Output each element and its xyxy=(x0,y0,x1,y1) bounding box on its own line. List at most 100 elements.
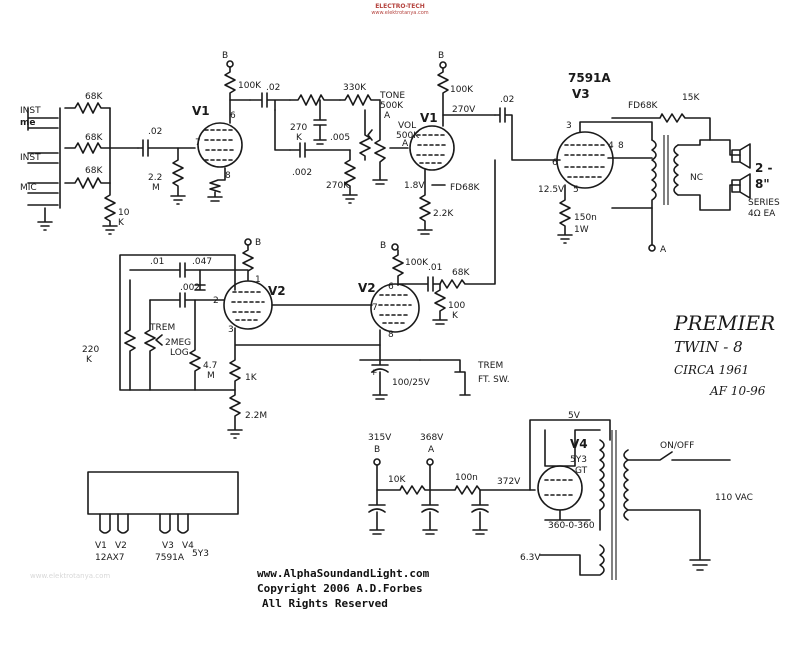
r10k-label-b: K xyxy=(118,218,125,228)
speaker-label-1: 2 - xyxy=(755,161,773,175)
v4-label: V4 xyxy=(570,437,588,451)
vol-label-c: A xyxy=(402,139,409,149)
ps-ac-label: 110 VAC xyxy=(715,493,753,503)
fb68k-top-label: FD68K xyxy=(628,101,659,111)
r15k-label: 15K xyxy=(682,93,700,103)
cap-01b-label: .01 xyxy=(428,263,442,273)
cap-02-a-label: .02 xyxy=(148,127,162,137)
r270k-label-a: 270 xyxy=(290,123,307,133)
key-v1: V1 xyxy=(95,541,107,551)
v3-cathode-voltage: 12.5V xyxy=(538,185,565,195)
ps-ct-label: 360-0-360 xyxy=(548,521,595,531)
title-af: AF 10-96 xyxy=(709,384,766,398)
v1-second-stage: V1 B 100K 270V .02 1.8V 2.2K FD68K xyxy=(404,51,561,235)
r270k-c-label: 270K xyxy=(326,181,350,191)
node-b4-label: B xyxy=(380,241,386,251)
cap-01-label: .01 xyxy=(150,257,164,267)
v2b-pin7: 7 xyxy=(372,303,378,313)
title-model: TWIN - 8 xyxy=(674,338,743,356)
input-inst2-label: INST xyxy=(20,153,41,163)
v1-pin7: 7 xyxy=(195,138,201,148)
v2a-label: V2 xyxy=(268,284,286,298)
v1-first-label: V1 xyxy=(192,104,210,118)
fb68k-label: FD68K xyxy=(450,183,481,193)
r4m7-label-b: M xyxy=(207,371,215,381)
v2b-pin8: 8 xyxy=(388,330,394,340)
cap-100-label: 100/25V xyxy=(392,378,431,388)
r100k-v1-label: 100K xyxy=(238,81,262,91)
v3-pin6: 6 xyxy=(552,158,558,168)
tone-label-b: 500K xyxy=(380,101,404,111)
cap-047-label: .047 xyxy=(192,257,212,267)
credits-rights: All Rights Reserved xyxy=(262,597,388,610)
v3-pin5: 5 xyxy=(573,185,579,195)
v368-label: 368V xyxy=(420,433,444,443)
speaker-label-2: 8" xyxy=(755,177,770,191)
trem-pot-label-a: TREM xyxy=(149,323,175,333)
input-section: INST me INST MIC 68K 68K 68K 10 K .02 2.… xyxy=(20,92,196,235)
r68k-b-label: 68K xyxy=(85,133,103,143)
v2-second-half: B 100K V2 8 6 7 .01 68K 100 K + 100/25V … xyxy=(358,159,510,400)
v3-type-label: 7591A xyxy=(568,71,611,85)
r270k-label-b: K xyxy=(296,133,303,143)
ps-5v-label: 5V xyxy=(568,411,581,421)
r100ohm-label: 100n xyxy=(455,473,478,483)
power-supply: 315V B 368V A 10K 100n 372V V4 5Y3 GT 5V… xyxy=(368,411,753,580)
watermark-faint: www.elektrotanya.com xyxy=(30,572,110,580)
v1-second-label: V1 xyxy=(420,111,438,125)
v270-label: 270V xyxy=(452,105,476,115)
cap-02-c-label: .02 xyxy=(500,95,514,105)
credits-copyright: Copyright 2006 A.D.Forbes xyxy=(257,582,423,595)
node-a-out-label: A xyxy=(660,245,667,255)
trem-sw-line1: TREM xyxy=(477,361,503,371)
v1-first-stage: V1 6 7 8 B 100K .02 270 K 330K .005 .002… xyxy=(192,51,420,204)
a-ps-label: A xyxy=(428,445,435,455)
v372-label: 372V xyxy=(497,477,521,487)
credits: www.AlphaSoundandLight.com Copyright 200… xyxy=(257,567,430,610)
node-b3-label: B xyxy=(255,238,261,248)
v3-label: V3 xyxy=(572,87,590,101)
r68k-v2-label: 68K xyxy=(452,268,470,278)
title-circa: CIRCA 1961 xyxy=(674,363,749,377)
ps-6v3-label: 6.3V xyxy=(520,553,541,563)
v3-pin4: 4 xyxy=(608,141,614,151)
vol-label-b: 500K xyxy=(396,131,420,141)
tremolo-section: B .01 .047 V2 1 2 3 .002 220 K TREM 2MEG… xyxy=(82,238,381,439)
key-type-5y3: 5Y3 xyxy=(192,549,209,559)
r220k-label-a: 220 xyxy=(82,345,99,355)
r68k-c-label: 68K xyxy=(85,166,103,176)
r2m2-v2-label: 2.2M xyxy=(245,411,267,421)
input-mic-label: MIC xyxy=(20,183,37,193)
r1k-label: 1K xyxy=(245,373,258,383)
r150-label: 150n xyxy=(574,213,597,223)
r100k-v1b-label: 100K xyxy=(450,85,474,95)
tube-layout-key: V1 V2 V3 V4 12AX7 7591A 5Y3 xyxy=(87,471,239,563)
v2a-pin3: 3 xyxy=(228,325,234,335)
cap-002-b-label: .002 xyxy=(180,283,200,293)
v4-gt-label: GT xyxy=(575,466,588,476)
v3-pin8: 8 xyxy=(618,141,624,151)
key-v2: V2 xyxy=(115,541,127,551)
r330k-label: 330K xyxy=(343,83,367,93)
node-b2-label: B xyxy=(438,51,444,61)
cap-002-a-label: .002 xyxy=(292,168,312,178)
r2m2-label-b: M xyxy=(152,183,160,193)
v315-label: 315V xyxy=(368,433,392,443)
r4m7-label-a: 4.7 xyxy=(203,361,217,371)
key-type-12ax7: 12AX7 xyxy=(95,553,125,563)
key-type-7591a: 7591A xyxy=(155,553,185,563)
key-v3: V3 xyxy=(162,541,174,551)
v2b-label: V2 xyxy=(358,281,376,295)
trem-pot-label-c: LOG xyxy=(170,348,189,358)
v2a-pin1: 1 xyxy=(255,275,261,285)
speaker-label-4: 4Ω EA xyxy=(748,209,776,219)
r100k-v2b-label-b: K xyxy=(452,311,459,321)
v2b-pin6: 6 xyxy=(388,282,394,292)
title-block: PREMIER TWIN - 8 CIRCA 1961 AF 10-96 xyxy=(673,311,775,398)
speaker-label-3: SERIES xyxy=(748,198,780,208)
ps-onoff-label: ON/OFF xyxy=(660,441,694,451)
v3-pin3: 3 xyxy=(566,121,572,131)
r10k-label-a: 10 xyxy=(118,208,130,218)
